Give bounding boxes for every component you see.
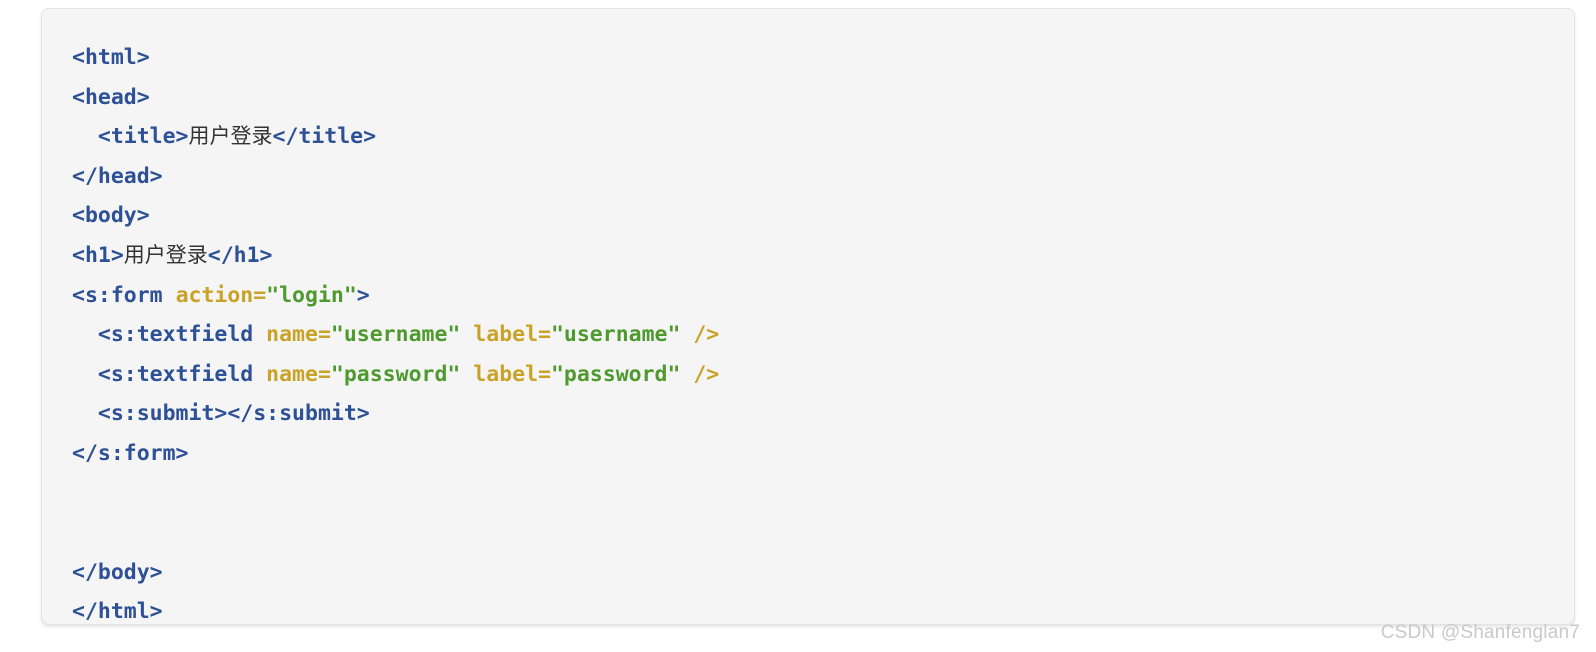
code-token-attr: label= — [460, 322, 551, 348]
code-token-val: "password" — [330, 361, 461, 387]
code-line: <s:textfield name="password" label="pass… — [72, 355, 719, 395]
code-token-tag: </title> — [272, 124, 377, 150]
code-line: <html> — [72, 38, 719, 78]
code-token-val: "username" — [330, 322, 461, 348]
code-token-tag: <s:textfield — [97, 361, 267, 387]
code-token-val: "username" — [550, 322, 681, 348]
code-token-tag: <h1> — [72, 242, 124, 268]
code-line: <s:form action="login"> — [72, 276, 719, 316]
code-line — [72, 474, 719, 514]
code-line: <title>用户登录</title> — [72, 117, 719, 157]
code-line: <s:submit></s:submit> — [72, 394, 719, 434]
code-token-tag: </body> — [72, 559, 163, 585]
code-line: <head> — [72, 78, 719, 118]
code-token-tag: <html> — [72, 45, 150, 70]
code-line: </head> — [72, 157, 719, 197]
code-token-tag: > — [356, 282, 370, 308]
code-line: </s:form> — [72, 434, 719, 474]
code-token-tag: <body> — [72, 203, 150, 229]
code-listing: <html><head> <title>用户登录</title></head><… — [72, 38, 719, 625]
code-token-attr: name= — [266, 361, 331, 387]
code-token-tag: <s:textfield — [97, 322, 267, 348]
code-token-tag: </s:form> — [72, 440, 189, 466]
code-token-cjk: 用户登录 — [188, 124, 273, 149]
code-token-tag: </h1> — [207, 242, 273, 268]
code-token-val: "login" — [266, 282, 357, 308]
code-token-cjk: 用户登录 — [123, 242, 208, 267]
code-token-attr: name= — [266, 322, 331, 348]
code-line: </html> — [72, 592, 719, 625]
code-indent — [72, 401, 98, 426]
csdn-watermark: CSDN @Shanfenglan7 — [1380, 622, 1580, 643]
code-token-attr: /> — [680, 322, 720, 348]
code-indent — [72, 124, 98, 149]
code-line: </body> — [72, 553, 719, 593]
code-line: <s:textfield name="username" label="user… — [72, 315, 719, 355]
code-token-attr: /> — [680, 361, 720, 387]
code-token-val: "password" — [550, 361, 681, 387]
code-block-card: <html><head> <title>用户登录</title></head><… — [41, 8, 1575, 625]
code-token-tag: <title> — [97, 124, 189, 150]
code-line: <body> — [72, 196, 719, 236]
code-indent — [72, 362, 98, 387]
code-token-tag: </head> — [72, 163, 163, 189]
code-token-attr: action= — [175, 282, 267, 308]
code-indent — [72, 322, 98, 347]
code-token-tag: <s:form — [72, 282, 176, 308]
code-line: <h1>用户登录</h1> — [72, 236, 719, 276]
code-token-tag: <head> — [72, 84, 150, 110]
code-line — [72, 513, 719, 553]
code-token-tag: </html> — [72, 599, 163, 625]
code-token-tag: <s:submit></s:submit> — [97, 401, 370, 427]
code-token-attr: label= — [460, 361, 551, 387]
